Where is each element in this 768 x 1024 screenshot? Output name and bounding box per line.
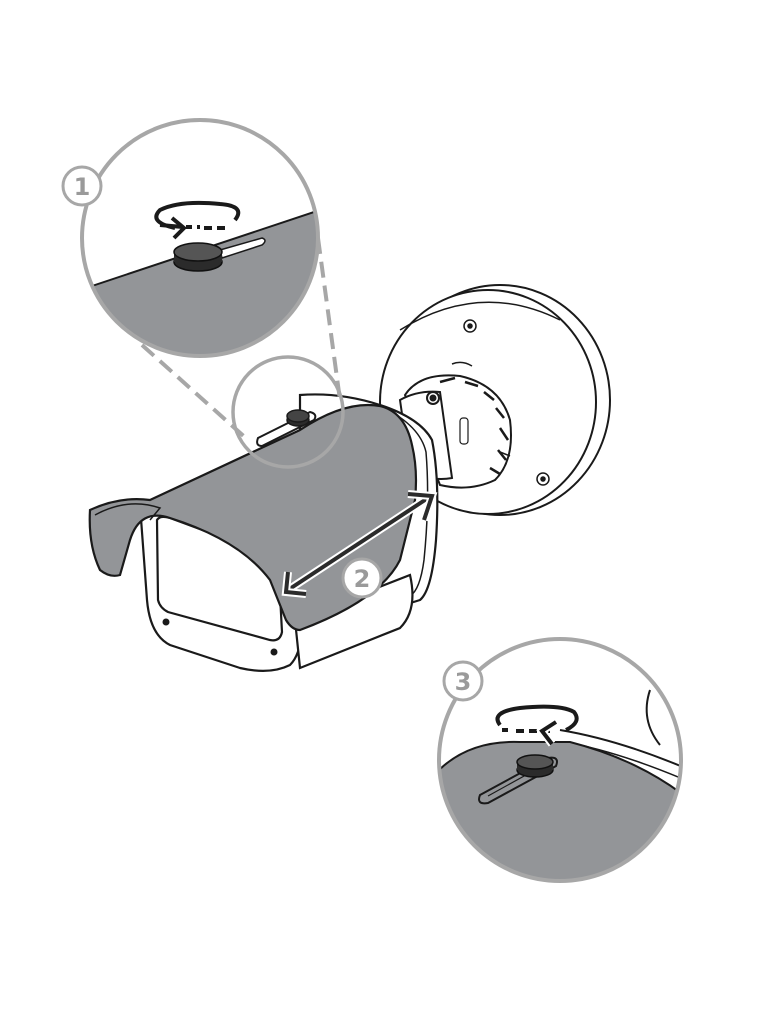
front-screw-icon [162,618,278,656]
callout-label-3: 3 [455,668,472,696]
rotate-loosen-icon [154,200,241,240]
callout-badge-1: 1 [61,165,103,207]
callout-badge-2: 2 [341,557,383,599]
slide-arrow-icon [281,490,438,598]
magnifier-step-3: 3 [437,637,683,883]
magnifier-step-1: 1 [61,118,342,442]
callout-badge-3: 3 [442,660,484,702]
callout-label-1: 1 [74,173,91,201]
magnifier-focus-ring [231,355,345,469]
sunshield [88,403,418,632]
rotate-tighten-icon [495,704,579,747]
mount-screw-icon [463,319,550,486]
callout-label-2: 2 [354,565,371,593]
rotation-hint-icon [451,361,511,457]
